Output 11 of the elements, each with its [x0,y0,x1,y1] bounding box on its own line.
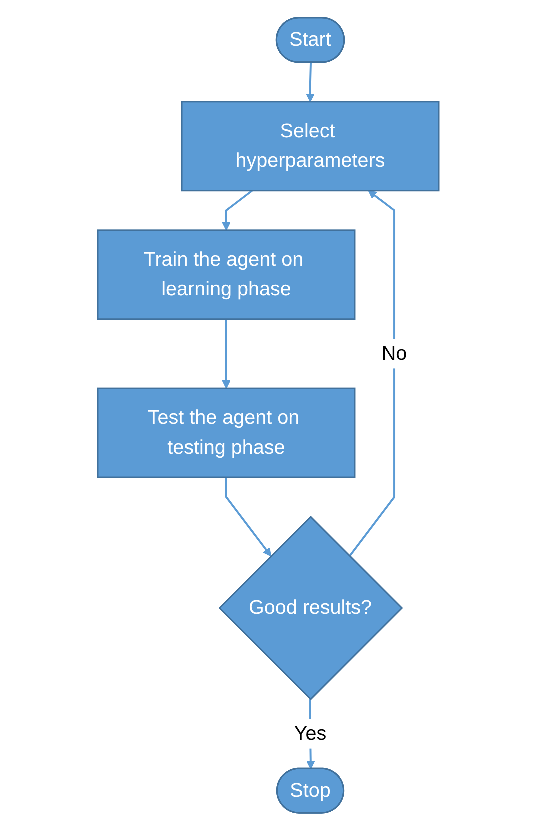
arrow [222,190,253,231]
node-box: Select hyperparameters [181,101,440,192]
arrow [226,478,272,557]
node-diamond: Good results? [218,516,404,700]
arrow [222,319,231,389]
edge-label: No [382,343,408,365]
arrow [306,62,315,102]
edge-label: Yes [294,723,327,745]
arrow [349,190,396,557]
node-box: Train the agent on learning phase [97,230,356,320]
node-box: Test the agent on testing phase [97,388,356,478]
